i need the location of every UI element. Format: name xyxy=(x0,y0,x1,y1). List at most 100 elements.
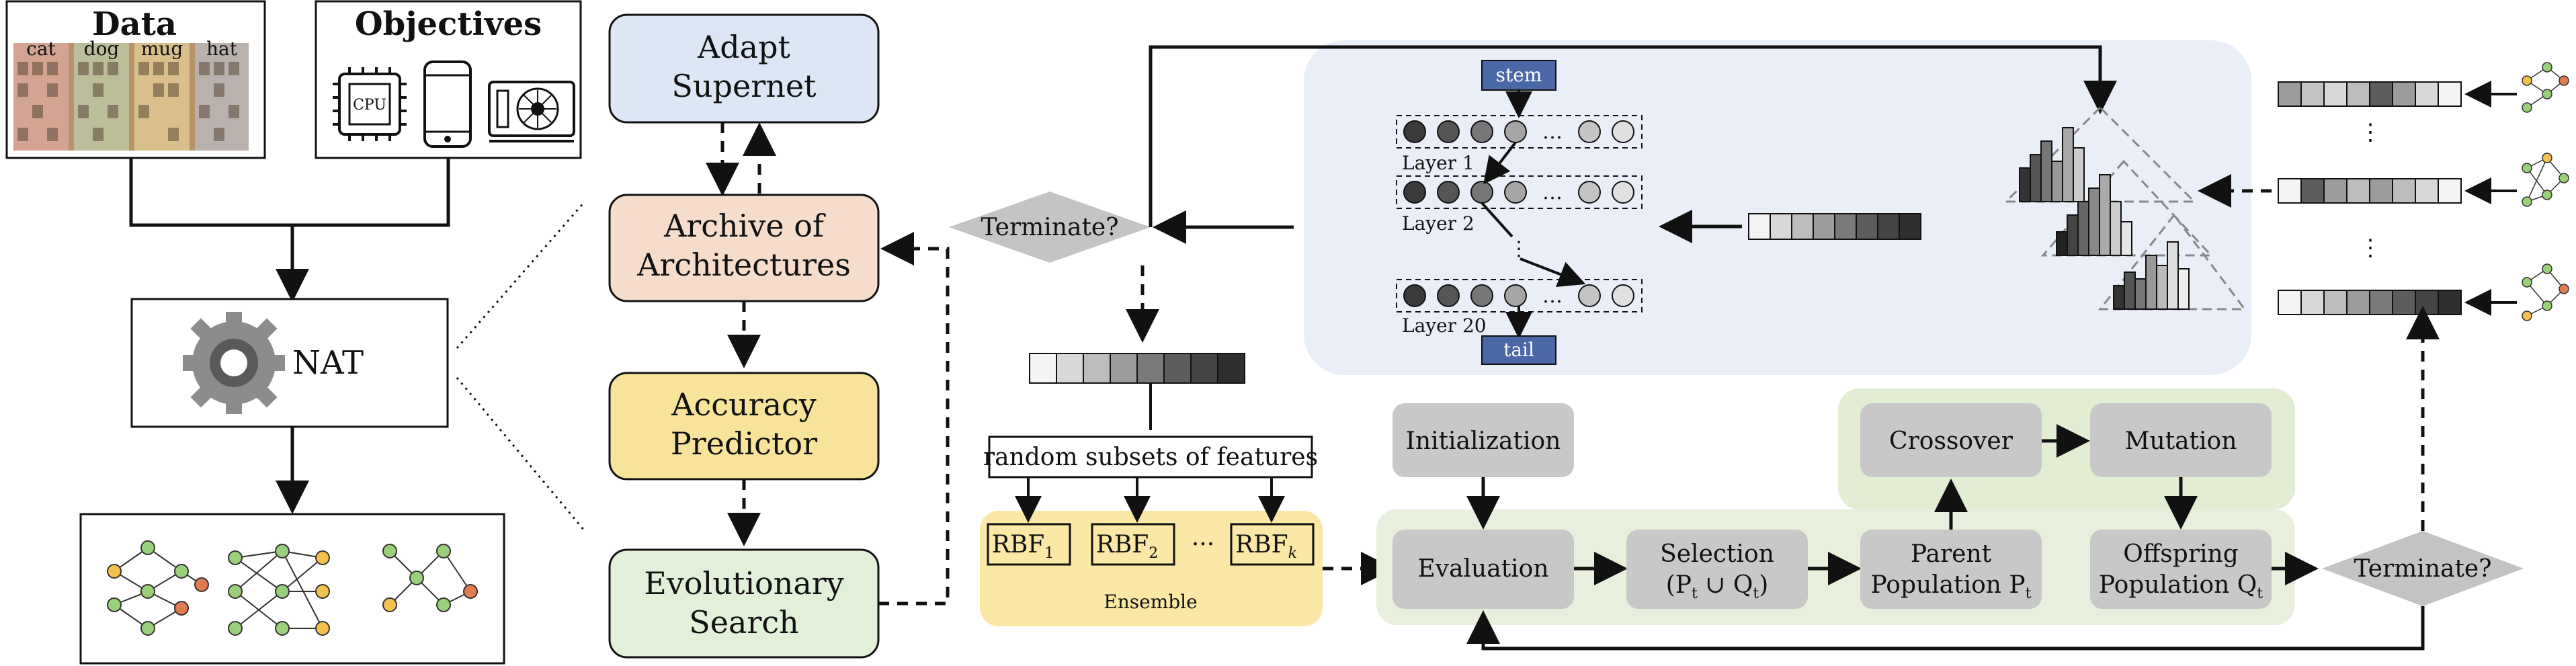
distribution-histograms xyxy=(2003,106,2247,310)
archive-line1: Archive of xyxy=(663,208,826,244)
loop-back-arrow xyxy=(1466,606,2425,651)
predictor-line2: Predictor xyxy=(671,425,817,462)
ensemble-label: Ensemble xyxy=(1104,591,1197,613)
supernet-encoding-bar xyxy=(1748,213,1921,240)
evaluation-label: Evaluation xyxy=(1417,555,1548,583)
phone-icon xyxy=(423,60,472,148)
archive-box: Archive of Architectures xyxy=(608,194,880,302)
selection-close: ) xyxy=(1759,571,1768,599)
terminate-bottom-label: Terminate? xyxy=(2354,555,2491,583)
parent-line1: Parent xyxy=(1911,540,1992,568)
svg-text:Population Qt: Population Qt xyxy=(2099,571,2263,602)
layer-2-label: Layer 2 xyxy=(1402,212,1474,235)
terminate-top-label: Terminate? xyxy=(981,214,1118,241)
path-line-b xyxy=(1520,257,1586,288)
selection-p: (P xyxy=(1666,571,1692,599)
nat-label: NAT xyxy=(292,344,364,382)
cpu-label: CPU xyxy=(353,97,386,114)
crossover-box: Crossover xyxy=(1860,403,2042,477)
search-to-archive-arrow xyxy=(878,232,950,606)
rbf-2-sub: 2 xyxy=(1149,545,1158,562)
rbf-2-box: RBF2 xyxy=(1091,523,1175,566)
evolutionary-search-box: Evolutionary Search xyxy=(608,548,880,659)
mutation-label: Mutation xyxy=(2125,427,2237,455)
enc-ellipsis-2: ⋮ xyxy=(2359,235,2382,261)
nat-box: NAT xyxy=(130,298,449,428)
thumb-label-hat: hat xyxy=(206,38,238,60)
mutation-box: Mutation xyxy=(2090,403,2272,477)
layer1-to-layer2-arrow xyxy=(1483,141,1517,185)
adapt-supernet-box: Adapt Supernet xyxy=(608,13,880,124)
rbf-2-label: RBF xyxy=(1096,531,1149,558)
rbf-k-sub: k xyxy=(1288,545,1297,562)
svg-text:…: … xyxy=(1542,120,1563,144)
accuracy-predictor-box: Accuracy Predictor xyxy=(608,372,880,481)
selection-box: Selection (Pt ∪ Qt) xyxy=(1626,530,1808,609)
tail-label: tail xyxy=(1503,339,1534,361)
thumb-label-cat: cat xyxy=(26,38,56,60)
parent-population-box: Parent Population Pt xyxy=(1860,530,2042,609)
terminate-to-supernet-arrow xyxy=(1149,45,2117,227)
selection-p-sub: t xyxy=(1692,585,1698,602)
parent-sub: t xyxy=(2026,585,2032,602)
gear-icon xyxy=(183,312,285,414)
layer-2: … Layer 2 xyxy=(1396,175,1643,235)
svg-text:…: … xyxy=(1542,181,1563,204)
image-grid-thumbnail: cat dog mug hat xyxy=(13,38,249,151)
data-title: Data xyxy=(92,5,177,43)
svg-text:RBF2: RBF2 xyxy=(1096,531,1159,562)
gpu-icon xyxy=(488,81,575,142)
initialization-box: Initialization xyxy=(1393,403,1574,477)
search-line2: Search xyxy=(689,604,799,640)
adapt-line2: Supernet xyxy=(671,68,817,104)
archive-networks xyxy=(2522,62,2569,321)
rbf-k-box: RBFk xyxy=(1230,523,1315,566)
path-line-a xyxy=(1481,202,1513,238)
svg-text:RBF1: RBF1 xyxy=(992,531,1054,562)
rbf-1-box: RBF1 xyxy=(987,523,1071,566)
terminate-bottom-diamond: Terminate? xyxy=(2322,531,2524,606)
svg-text:…: … xyxy=(1542,284,1563,308)
data-panel: Data cat dog mug hat xyxy=(5,0,266,159)
offspring-population-box: Offspring Population Qt xyxy=(2090,530,2272,609)
archive-encodings xyxy=(2278,81,2462,315)
selection-line1: Selection xyxy=(1660,540,1774,568)
rbf-1-label: RBF xyxy=(992,531,1045,558)
vertical-ellipsis: ⋮ xyxy=(1509,237,1529,261)
adapt-line1: Adapt xyxy=(697,29,791,65)
rbf-ellipsis: ··· xyxy=(1192,531,1214,558)
initialization-label: Initialization xyxy=(1406,427,1561,455)
tail-box xyxy=(1481,335,1556,365)
layer-1: … Layer 1 xyxy=(1396,115,1643,174)
objectives-panel: Objectives CPU xyxy=(315,0,582,159)
archive-line2: Architectures xyxy=(636,247,851,283)
stem-box xyxy=(1481,60,1556,91)
objectives-title: Objectives xyxy=(355,5,542,43)
random-subsets-label: random subsets of features xyxy=(983,444,1318,471)
data-connector xyxy=(129,158,292,227)
search-line1: Evolutionary xyxy=(644,565,844,601)
crossover-label: Crossover xyxy=(1889,427,2013,455)
offspring-line2: Population Q xyxy=(2099,571,2257,599)
network-samples-panel xyxy=(79,513,505,665)
ensemble-encoding-bar xyxy=(1029,353,1245,384)
layer-20-label: Layer 20 xyxy=(1402,315,1487,337)
offspring-line1: Offspring xyxy=(2123,540,2239,568)
svg-text:Population Pt: Population Pt xyxy=(1871,571,2032,602)
stem-label: stem xyxy=(1496,64,1542,86)
thumb-label-mug: mug xyxy=(141,38,183,60)
layer-1-label: Layer 1 xyxy=(1402,152,1474,174)
offspring-sub: t xyxy=(2257,585,2263,602)
cpu-icon: CPU xyxy=(333,67,407,141)
svg-text:(Pt ∪ Qt): (Pt ∪ Qt) xyxy=(1666,571,1769,602)
enc-ellipsis-1: ⋮ xyxy=(2359,119,2382,146)
parent-line2: Population P xyxy=(1871,571,2026,599)
selection-union-q: ∪ Q xyxy=(1698,571,1753,599)
terminate-top-diamond: Terminate? xyxy=(949,192,1151,263)
zoom-line-bottom xyxy=(456,377,586,532)
predictor-line1: Accuracy xyxy=(671,386,817,423)
rbf-1-sub: 1 xyxy=(1044,545,1054,562)
objectives-connector xyxy=(292,158,450,227)
selection-q-sub: t xyxy=(1753,585,1759,602)
